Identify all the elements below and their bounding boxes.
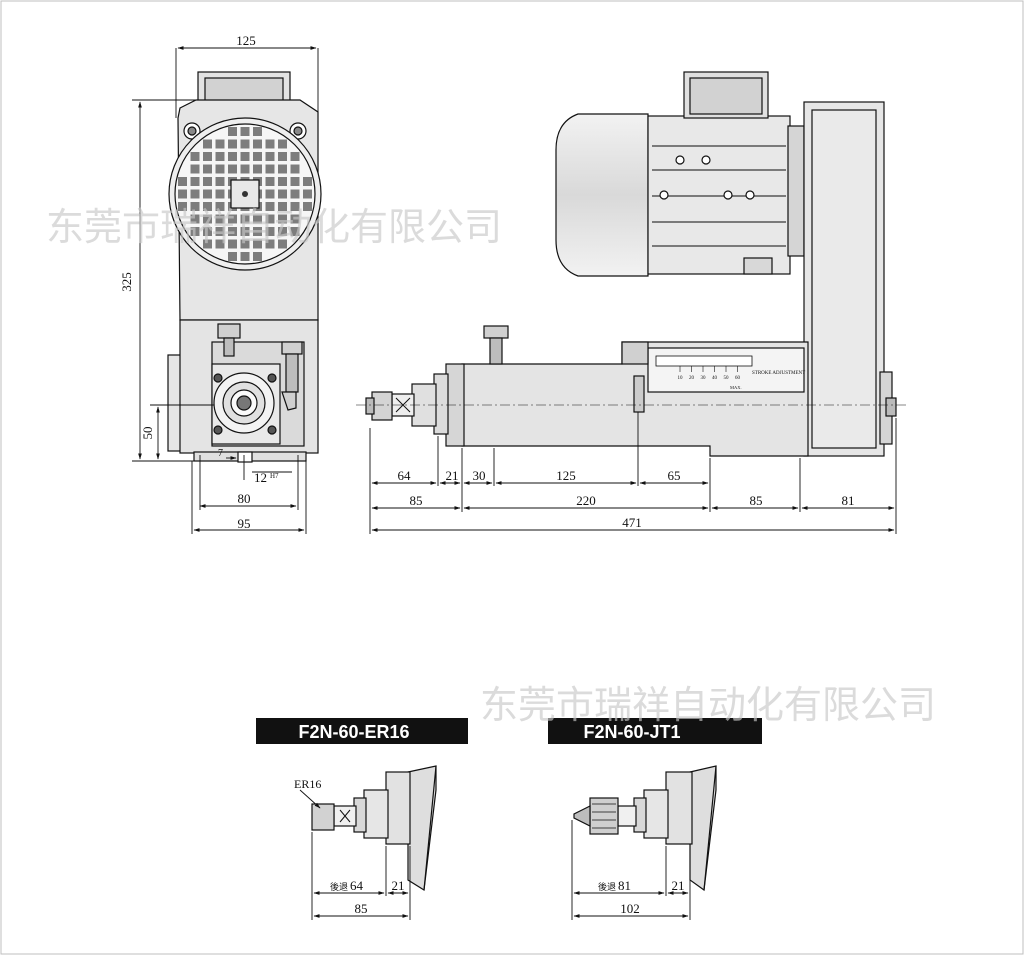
stroke-scale-tick-label: 40 — [712, 376, 718, 381]
dim-85-a: 85 — [410, 493, 423, 508]
dim-80: 80 — [238, 491, 251, 506]
dim-12-fit: H7 — [270, 472, 279, 480]
dim-220: 220 — [576, 493, 596, 508]
dim-height-325: 325 — [119, 272, 134, 292]
stroke-scale-tick-label: 50 — [724, 376, 730, 381]
stroke-scale: STROKE ADJUSTMENT 10 20 30 40 50 60 MAX. — [678, 366, 805, 390]
watermark-bottom: 东莞市瑞祥自动化有限公司 — [480, 683, 936, 727]
model-badge-jt1 — [548, 718, 762, 744]
dim-125-side: 125 — [556, 468, 576, 483]
dim-85-b: 85 — [750, 493, 763, 508]
side-view — [365, 71, 897, 457]
dim-height-50: 50 — [140, 427, 155, 440]
stroke-scale-tick-label: 60 — [735, 376, 741, 381]
dim-a-er16: 64 — [350, 878, 364, 893]
dim-30: 30 — [473, 468, 486, 483]
side-view-dim-labels: 64 21 30 125 65 85 220 85 81 471 — [398, 468, 855, 530]
model-badge-er16 — [256, 718, 468, 744]
dim-total-jt1: 102 — [620, 901, 640, 916]
stroke-scale-tick-label: 20 — [689, 376, 695, 381]
dim-width-125: 125 — [236, 33, 256, 48]
retract-prefix-jt1: 後退 — [598, 881, 616, 892]
model-name-er16: F2N-60-ER16 — [298, 722, 409, 742]
stroke-scale-label: STROKE ADJUSTMENT — [752, 371, 805, 376]
dim-21: 21 — [446, 468, 459, 483]
stroke-scale-plate — [647, 347, 805, 393]
fan-grille — [178, 127, 312, 261]
model-name-jt1: F2N-60-JT1 — [583, 722, 680, 742]
variant-er16: F2N-60-ER16 ER16 後退 64 21 85 — [256, 718, 468, 920]
jt1-chuck-detail — [573, 765, 717, 892]
stroke-scale-max: MAX. — [730, 385, 742, 390]
variant-jt1: F2N-60-JT1 後退 81 21 102 — [548, 718, 762, 920]
watermark-top: 东莞市瑞祥自动化有限公司 — [46, 205, 502, 249]
dim-471: 471 — [622, 515, 642, 530]
side-motor-endbell — [555, 113, 649, 277]
dim-b-er16: 21 — [392, 878, 405, 893]
dim-b-jt1: 21 — [672, 878, 685, 893]
retract-prefix-er16: 後退 — [330, 881, 348, 892]
stroke-scale-tick-label: 10 — [678, 376, 684, 381]
dim-95: 95 — [238, 516, 251, 531]
dim-a-jt1: 81 — [618, 878, 631, 893]
front-view-dim-labels: 125 325 50 7 12 H7 80 95 — [119, 33, 279, 531]
dim-12: 12 — [254, 470, 267, 485]
dim-7: 7 — [218, 448, 223, 459]
front-view — [167, 71, 322, 463]
side-view-dimensions — [356, 404, 908, 534]
collet-label-er16: ER16 — [294, 777, 321, 791]
side-motor-body — [647, 115, 791, 275]
front-view-dimensions — [132, 46, 319, 534]
dim-total-er16: 85 — [355, 901, 368, 916]
stroke-scale-tick-label: 30 — [701, 376, 707, 381]
dim-64: 64 — [398, 468, 412, 483]
er16-spindle-detail — [311, 765, 437, 892]
dim-65: 65 — [668, 468, 681, 483]
dim-81: 81 — [842, 493, 855, 508]
